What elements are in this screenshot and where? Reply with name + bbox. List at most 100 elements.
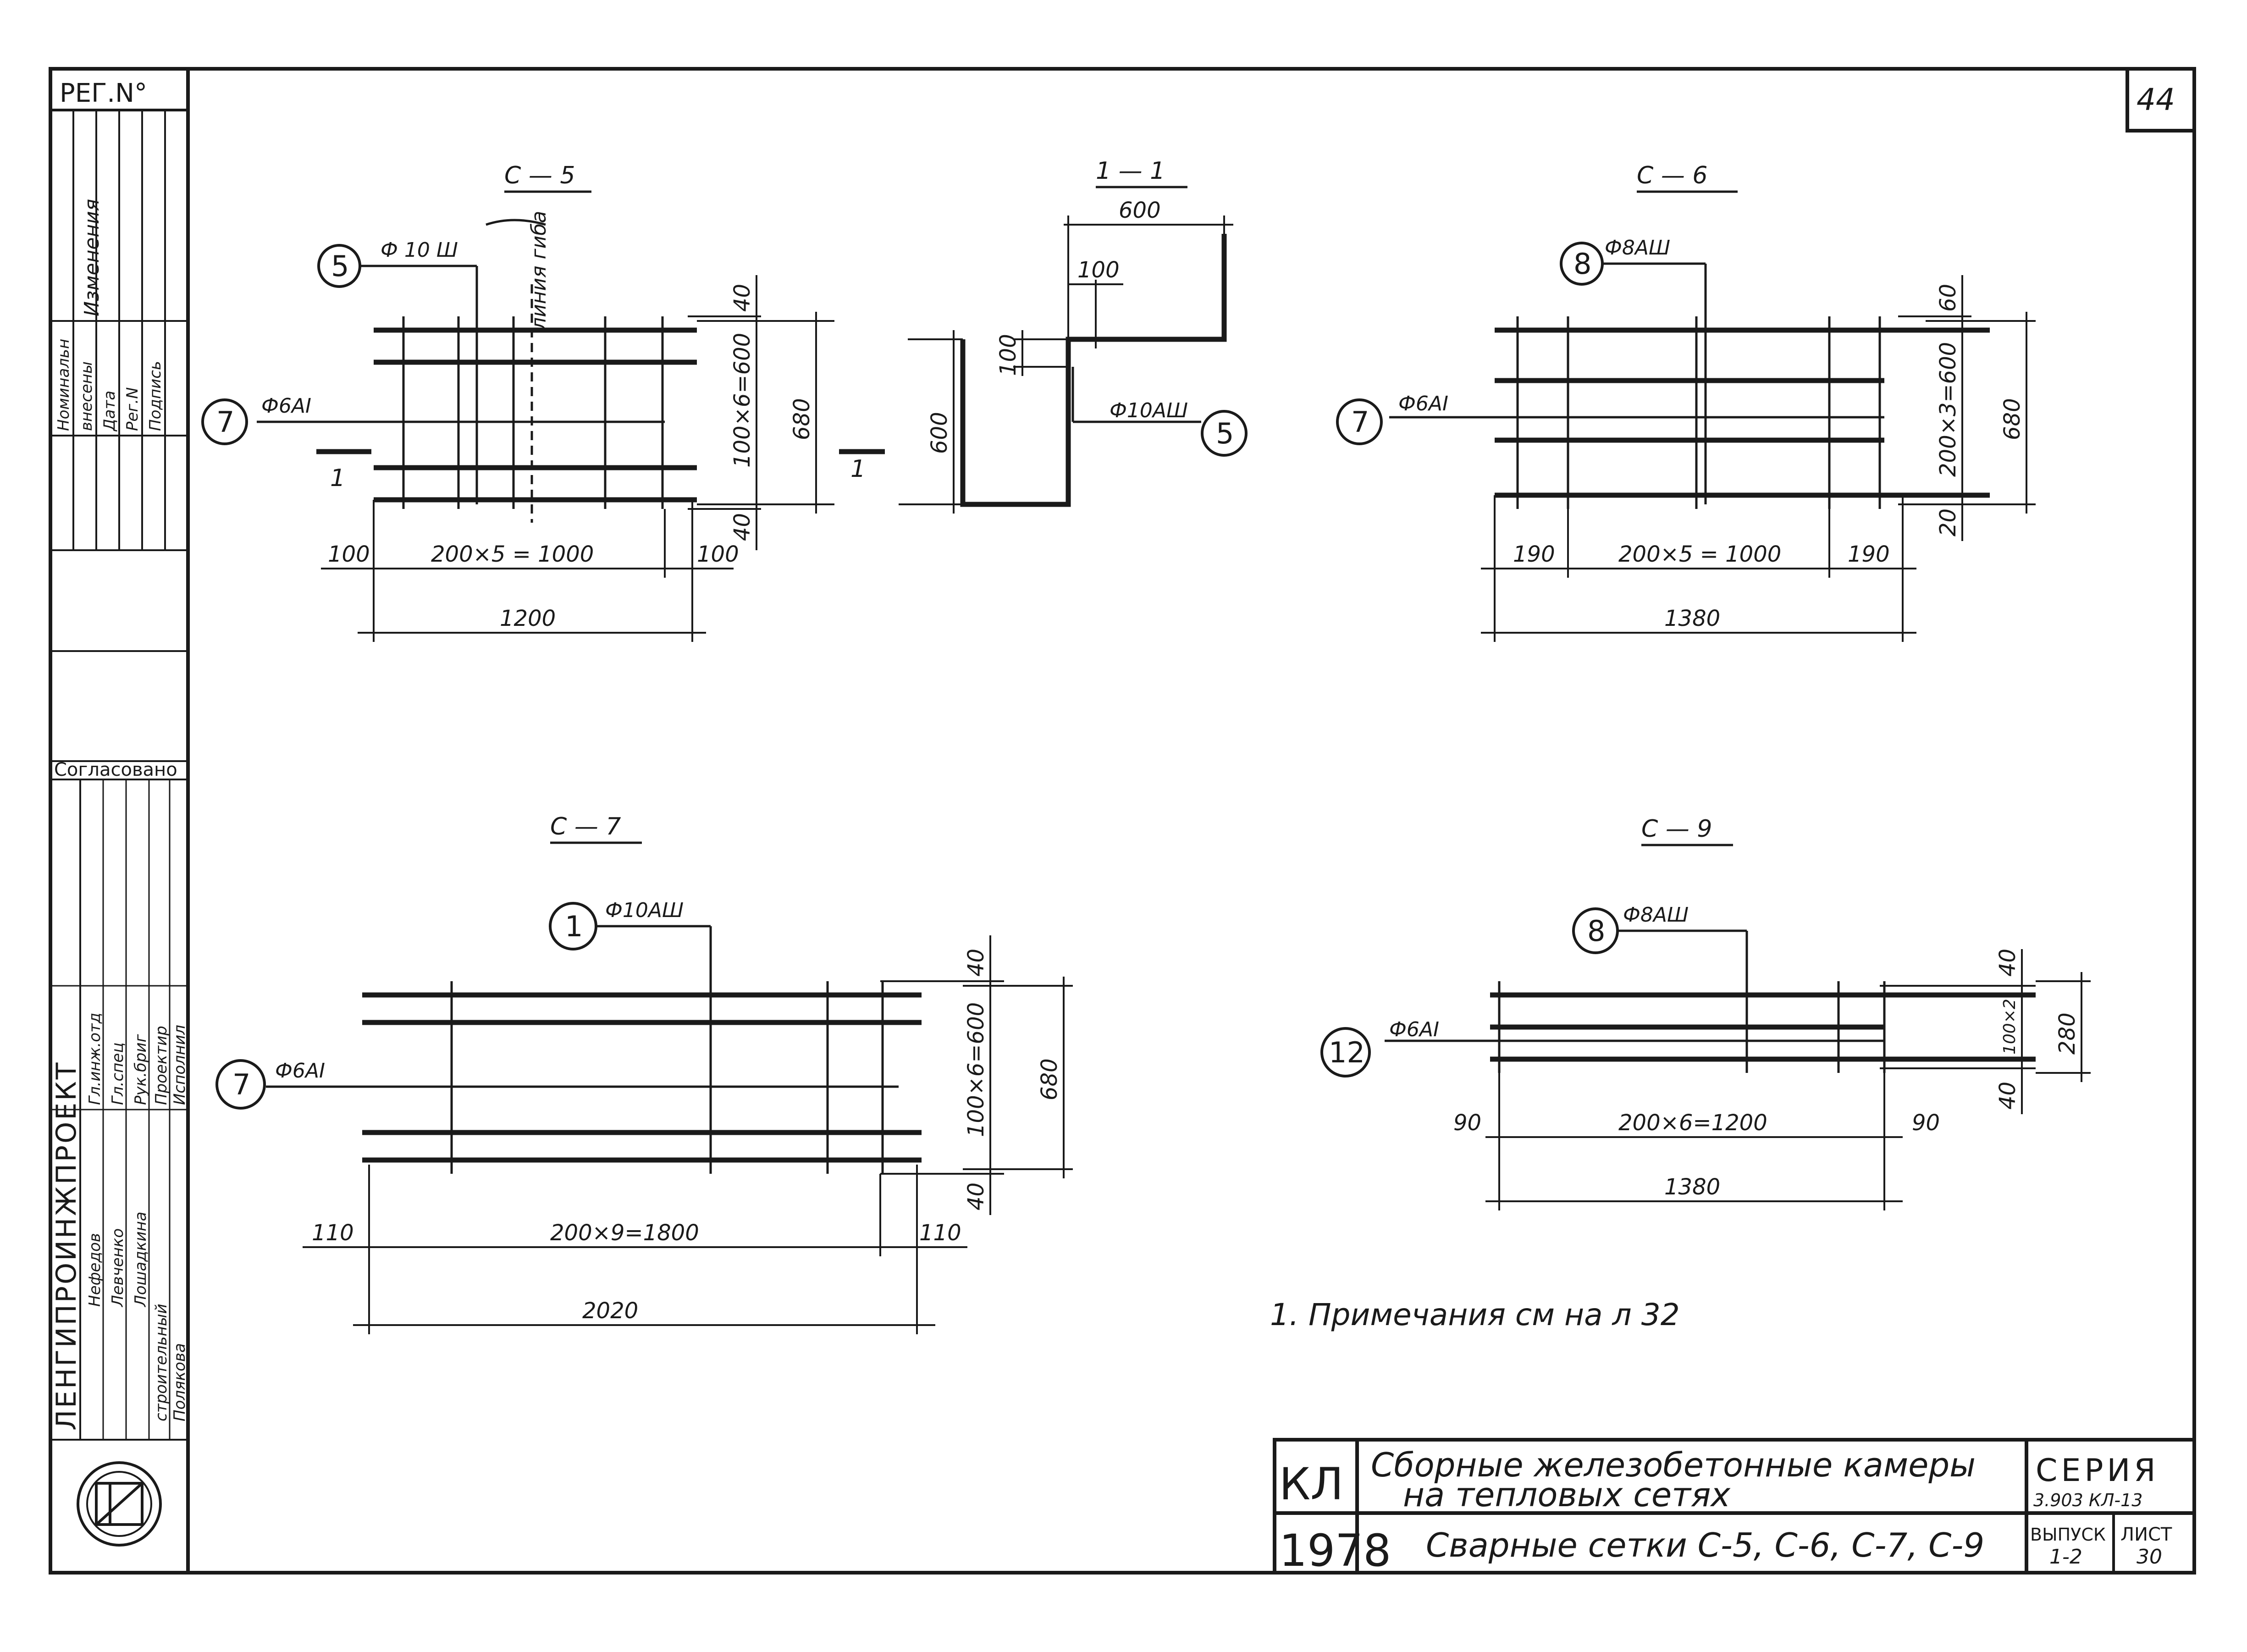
c6-pos-top: 8 [1573,247,1591,281]
section-1-1: 1 — 1 600 100 100 600 Ф10АШ 5 [899,157,1248,514]
c7-dim-bottom-edge: 40 [963,1182,989,1210]
series-label: СЕРИЯ [2036,1453,2159,1489]
c6-rebar-left: Ф6АI [1398,392,1448,415]
c6-dim-top-edge: 60 [1935,284,1961,312]
mesh-c6-title: С — 6 [1637,162,1707,189]
c7-position-7-icon [215,1059,266,1110]
c5-dim-spacing: 100×6=600 [729,333,755,468]
c7-dim-height: 680 [1037,1058,1062,1100]
c7-dim-spacing-x: 200×9=1800 [550,1220,699,1246]
doc-year: 1978 [1279,1525,1391,1576]
c7-pos-top: 1 [565,910,583,943]
c6-dim-spacing-x: 200×5 = 1000 [1618,541,1781,567]
c9-dim-spacing: 100×2 [2000,999,2019,1055]
c5-dim-bottom-edge: 40 [729,513,755,541]
changes-col-2: внесены [77,361,96,431]
signer-3: Лошадкина [132,1211,150,1308]
doc-title-line1: Сборные железобетонные камеры [1371,1446,1976,1484]
c5-dim-right-edge: 100 [697,541,739,567]
c9-pos-top: 8 [1587,914,1605,948]
c5-section-mark-right: 1 [850,455,866,483]
title-block: КЛ 1978 Сборные железобетонные камеры на… [1273,1438,2196,1576]
mesh-c5: С — 5 линия гиба 5 Ф 10 Ш 7 Ф6АI 1 1 [201,162,885,642]
mesh-c9-title: С — 9 [1641,815,1712,843]
series-value: 3.903 КЛ-13 [2033,1490,2142,1510]
c5-rebar-top: Ф 10 Ш [381,238,458,262]
doc-title-line2: на тепловых сетях [1403,1475,1731,1514]
reg-number-label: РЕГ.N° [60,78,147,108]
section-11-rebar: Ф10АШ [1110,399,1188,422]
changes-col-3: Дата [100,391,119,432]
c9-dim-top-edge: 40 [1995,949,2021,977]
role-2: Гл.спец [109,1043,127,1105]
c6-dim-bottom-edge: 20 [1935,508,1961,536]
section-11-profile [960,234,1227,507]
role-3: Рук.бриг [132,1033,150,1105]
organization-logo-icon [77,1461,162,1547]
section-11-dim-top: 600 [1119,198,1161,223]
signer-4: строительный [152,1304,171,1421]
changes-col-5: Подпись [146,361,165,431]
c7-dim-top-edge: 40 [963,949,989,977]
c7-pos-left: 7 [232,1068,250,1101]
c6-dim-left-edge: 190 [1513,541,1555,567]
c6-pos-left: 7 [1351,405,1369,439]
section-11-position-5-icon [1201,410,1248,457]
c5-dim-top-edge: 40 [729,284,755,312]
sheet-label: ЛИСТ [2120,1524,2172,1545]
page-number: 44 [2137,82,2175,117]
role-4: Проектир [152,1026,171,1105]
sheet-note: 1. Примечания см на л 32 [1270,1297,1680,1332]
issue-value: 1-2 [2049,1545,2082,1569]
c5-bend-label: линия гиба [527,211,551,331]
c9-dim-width: 1380 [1664,1174,1720,1200]
mesh-c9: С — 9 8 Ф8АШ 12 Ф6АI 40 100×2 40 280 90 … [1320,815,2091,1210]
section-11-dim-left: 600 [927,412,952,454]
sheet-value: 30 [2137,1545,2162,1569]
c6-dim-width: 1380 [1664,606,1720,631]
c9-rebar-left: Ф6АI [1389,1018,1439,1041]
c6-dim-height: 680 [1999,398,2025,440]
agreed-label: Согласовано [54,759,177,780]
c9-dim-height: 280 [2054,1012,2080,1055]
c5-dim-left-edge: 100 [328,541,370,567]
section-11-dim-step: 100 [1077,257,1120,283]
c9-dim-bottom-edge: 40 [1995,1082,2021,1110]
c5-position-7-icon [201,398,248,445]
sheet-frame: 44 [49,67,2196,1575]
c7-dim-width: 2020 [582,1298,638,1324]
c9-dim-spacing-x: 200×6=1200 [1618,1110,1767,1136]
c6-position-7-icon [1336,398,1383,445]
c5-rebar-left: Ф6АI [261,394,311,418]
organization-name: ЛЕНГИПРОИНЖПРОЕКТ [50,1061,83,1431]
changes-col-4: Рег.N [123,387,142,431]
c9-dim-left-edge: 90 [1453,1110,1481,1136]
c5-section-mark-left: 1 [330,464,345,492]
mesh-c7-title: С — 7 [550,813,621,840]
mesh-c5-title: С — 5 [504,162,575,189]
side-stamp: РЕГ.N° Изменения Номинальн внесены Дата … [50,78,189,1547]
c5-dim-spacing-x: 200×5 = 1000 [431,541,594,567]
c6-rebar-top: Ф8АШ [1605,236,1670,260]
c5-pos-top: 5 [331,249,349,283]
c7-dim-spacing: 100×6=600 [963,1002,989,1137]
section-11-dim-step-v: 100 [995,334,1021,376]
c5-dim-width: 1200 [500,606,556,631]
c9-dim-right-edge: 90 [1912,1110,1940,1136]
signer-5: Полякова [171,1343,189,1421]
c9-position-12-icon [1320,1027,1371,1077]
section-11-title: 1 — 1 [1096,157,1165,185]
signer-1: Нефедов [86,1233,104,1307]
c7-dim-left-edge: 110 [312,1220,354,1246]
c9-rebar-top: Ф8АШ [1623,903,1689,927]
c5-dim-height: 680 [789,398,815,440]
c9-pos-left: 12 [1329,1036,1365,1069]
changes-header: Изменения [80,199,104,316]
section-11-pos: 5 [1216,417,1234,450]
role-1: Гл.инж.отд [86,1013,104,1105]
mesh-c6: С — 6 8 Ф8АШ 7 Ф6АI 60 200×3=600 20 680 [1336,162,2036,642]
signer-2: Левченко [109,1228,127,1308]
c6-dim-right-edge: 190 [1848,541,1890,567]
c7-rebar-left: Ф6АI [275,1059,325,1083]
